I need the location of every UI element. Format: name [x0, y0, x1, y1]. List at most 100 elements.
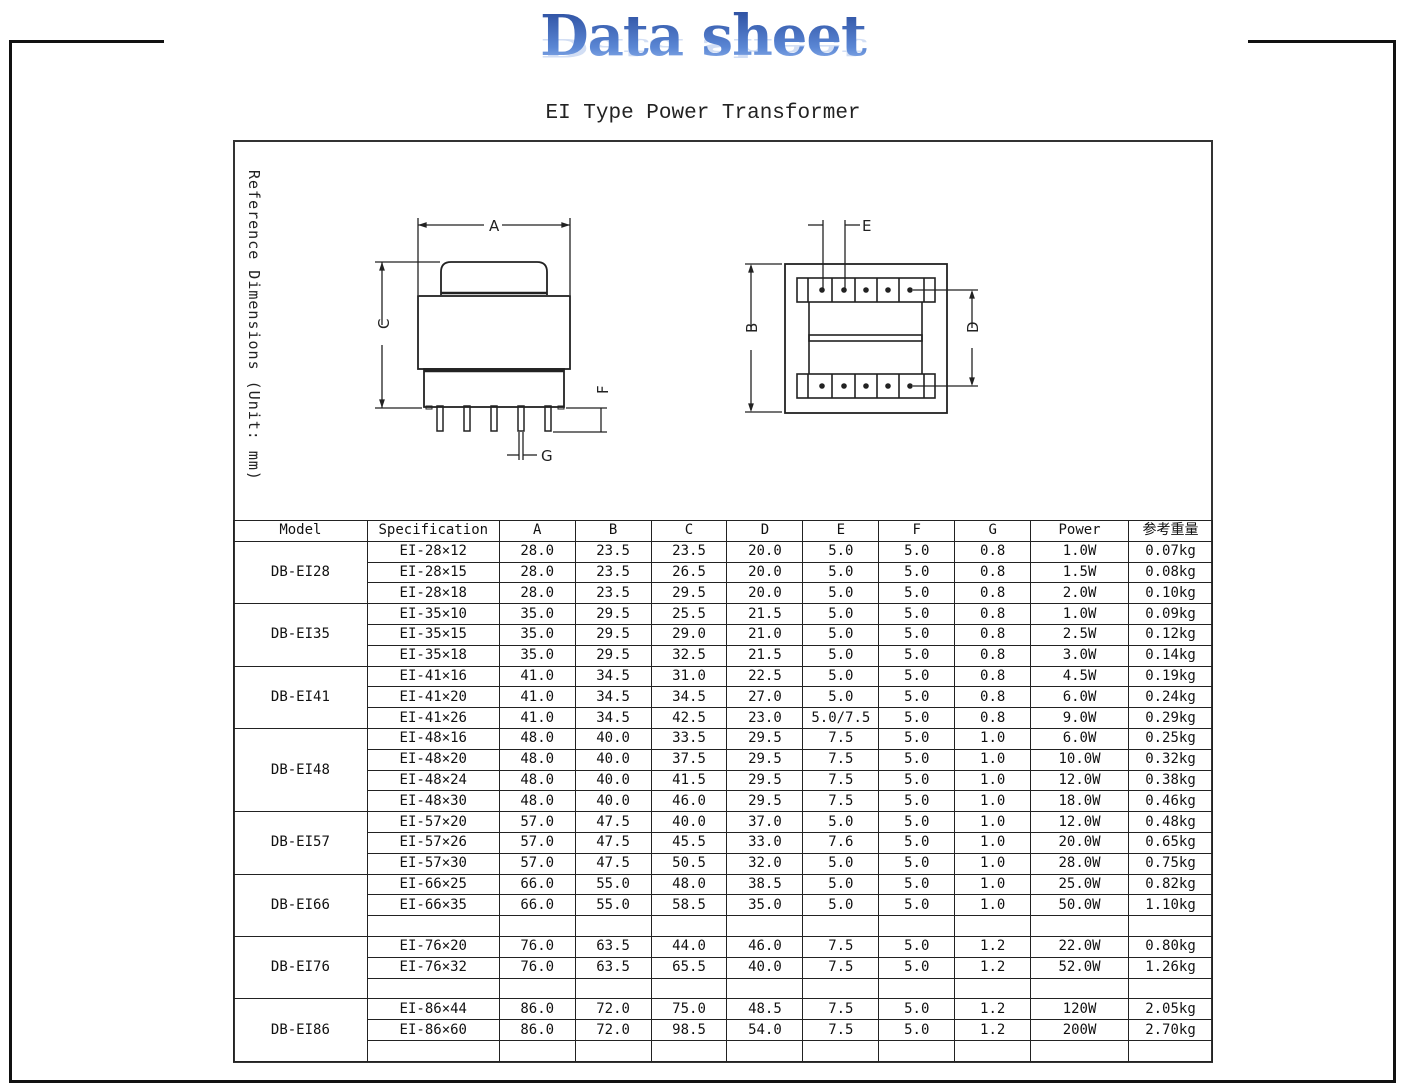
table-cell: 47.5 — [574, 852, 652, 875]
table-cell: 66.0 — [498, 873, 576, 896]
table-cell: 48.0 — [498, 769, 576, 792]
page-title: Data sheet — [0, 8, 1406, 64]
table-cell: 1.0 — [954, 831, 1032, 854]
table-cell: 27.0 — [726, 686, 804, 709]
table-cell: 20.0 — [726, 561, 804, 584]
column-header: E — [802, 520, 880, 542]
column-header: A — [498, 520, 576, 542]
table-cell: 5.0 — [878, 790, 956, 813]
column-header: Power — [1030, 520, 1129, 542]
table-cell: 28.0 — [498, 540, 576, 563]
table-cell: 48.0 — [498, 790, 576, 813]
table-cell: 38.5 — [726, 873, 804, 896]
table-cell — [726, 977, 804, 1000]
table-cell: 22.0W — [1030, 935, 1129, 958]
table-cell: 41.0 — [498, 686, 576, 709]
table-cell: 5.0 — [802, 582, 880, 605]
table-cell — [802, 977, 880, 1000]
svg-text:B: B — [743, 323, 761, 333]
table-cell: 20.0 — [726, 582, 804, 605]
model-cell: DB-EI76 — [233, 935, 368, 1000]
table-cell: EI-57×20 — [366, 811, 500, 833]
table-cell: 65.5 — [650, 956, 728, 979]
table-cell: 46.0 — [650, 790, 728, 813]
table-cell: 21.5 — [726, 644, 804, 667]
table-cell: 29.5 — [726, 790, 804, 813]
frame-top-right-line — [1248, 40, 1396, 43]
table-cell: 0.12kg — [1127, 623, 1214, 646]
table-cell: 21.0 — [726, 623, 804, 646]
table-cell: 28.0 — [498, 582, 576, 605]
table-cell: 57.0 — [498, 852, 576, 875]
table-cell: 5.0 — [802, 540, 880, 563]
table-cell: 5.0 — [802, 873, 880, 896]
table-cell: EI-35×10 — [366, 603, 500, 625]
table-cell: 4.5W — [1030, 665, 1129, 688]
table-cell: 2.0W — [1030, 582, 1129, 605]
table-cell: 47.5 — [574, 811, 652, 833]
table-cell: 5.0 — [802, 644, 880, 667]
table-cell: 40.0 — [726, 956, 804, 979]
table-cell: EI-48×30 — [366, 790, 500, 813]
table-cell: 5.0 — [878, 540, 956, 563]
table-cell: 1.0 — [954, 727, 1032, 750]
table-cell: 33.5 — [650, 727, 728, 750]
table-cell: 41.5 — [650, 769, 728, 792]
table-cell: 7.5 — [802, 1019, 880, 1041]
table-cell — [574, 915, 652, 937]
table-cell: 34.5 — [574, 707, 652, 729]
table-cell: 29.5 — [574, 623, 652, 646]
table-cell: 75.0 — [650, 998, 728, 1021]
table-cell: 31.0 — [650, 665, 728, 688]
table-cell: 25.5 — [650, 603, 728, 625]
table-cell: 23.5 — [574, 540, 652, 563]
model-cell: DB-EI57 — [233, 811, 368, 875]
table-cell: 28.0 — [498, 561, 576, 584]
table-cell: 0.8 — [954, 665, 1032, 688]
table-cell: 5.0 — [802, 686, 880, 709]
table-row — [234, 915, 1214, 937]
table-cell: 33.0 — [726, 831, 804, 854]
table-cell — [1127, 915, 1214, 937]
table-cell: EI-28×12 — [366, 540, 500, 563]
table-cell: 29.5 — [726, 727, 804, 750]
table-cell: 5.0 — [878, 769, 956, 792]
table-cell: 1.0 — [954, 769, 1032, 792]
table-cell: EI-57×30 — [366, 852, 500, 875]
table-cell: 3.0W — [1030, 644, 1129, 667]
table-cell: 48.0 — [498, 727, 576, 750]
table-cell: 0.8 — [954, 707, 1032, 729]
table-cell: 0.25kg — [1127, 727, 1214, 750]
table-cell: 55.0 — [574, 873, 652, 896]
table-cell: EI-48×16 — [366, 727, 500, 750]
table-cell: 45.5 — [650, 831, 728, 854]
table-cell: 18.0W — [1030, 790, 1129, 813]
table-cell: 54.0 — [726, 1019, 804, 1041]
table-cell: 34.5 — [650, 686, 728, 709]
table-cell: 35.0 — [498, 644, 576, 667]
table-cell — [574, 1039, 652, 1062]
table-cell: 48.5 — [726, 998, 804, 1021]
table-cell — [878, 977, 956, 1000]
table-cell: 0.8 — [954, 540, 1032, 563]
table-cell: 0.8 — [954, 603, 1032, 625]
column-header: D — [726, 520, 804, 542]
table-cell: 55.0 — [574, 894, 652, 917]
table-cell: 40.0 — [650, 811, 728, 833]
table-cell: 0.32kg — [1127, 748, 1214, 771]
svg-text:A: A — [489, 217, 500, 235]
table-cell: 1.0 — [954, 873, 1032, 896]
frame-top-left-line — [9, 40, 165, 43]
model-cell: DB-EI86 — [233, 998, 368, 1062]
model-cell: DB-EI66 — [233, 873, 368, 937]
table-cell: 29.5 — [650, 582, 728, 605]
table-cell: 0.07kg — [1127, 540, 1214, 563]
table-cell: 46.0 — [726, 935, 804, 958]
table-cell: 5.0 — [878, 727, 956, 750]
table-cell — [1030, 977, 1129, 1000]
table-cell: 34.5 — [574, 686, 652, 709]
